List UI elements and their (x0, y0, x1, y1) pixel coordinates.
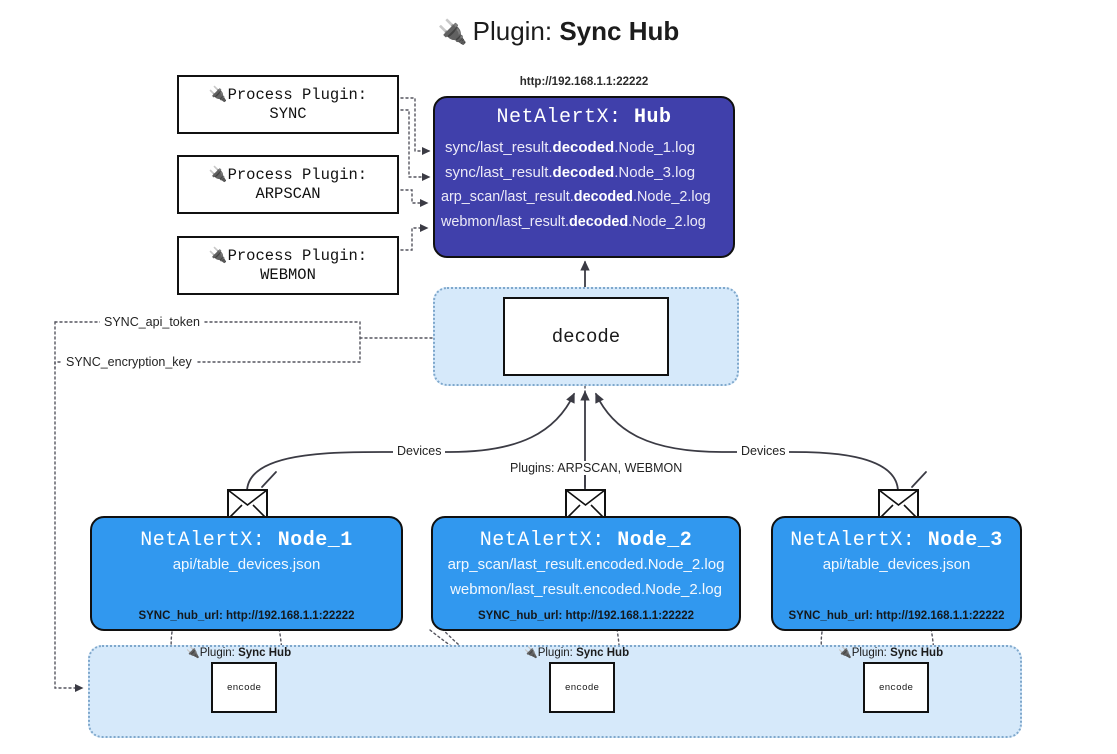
page-title-prefix: Plugin: (472, 16, 560, 46)
encoder-plugin-prefix: Plugin: (851, 647, 891, 659)
hub-log-pre: webmon/last_result. (441, 214, 569, 230)
node-title-name: Node_1 (277, 529, 353, 552)
hub-node[interactable]: NetAlertX: Hub sync/last_result.decoded.… (433, 96, 735, 258)
wire-node3-to-decode (595, 392, 899, 493)
wire-node1-to-decode (246, 392, 575, 493)
encode-box-1[interactable]: encode (211, 662, 277, 713)
hub-log-line: sync/last_result.decoded.Node_1.log (435, 135, 733, 160)
encoder-plugin-label-1: 🔌Plugin: Sync Hub (186, 646, 291, 659)
node-hub-url-key: SYNC_hub_url: (788, 610, 877, 622)
page-title-name: Sync Hub (559, 16, 680, 46)
wire-arpscan-to-hub-log3 (395, 189, 429, 207)
node-hub-url-value: http://192.168.1.1:22222 (565, 610, 695, 622)
node-hub-url-value: http://192.168.1.1:22222 (226, 610, 355, 622)
hub-log-post: .Node_1.log (614, 139, 696, 156)
process-plugin-label: Process Plugin: (227, 86, 368, 104)
encode-box-3[interactable]: encode (863, 662, 929, 713)
wire-sync-to-hub-log1 (395, 97, 431, 155)
encoder-plugin-prefix: Plugin: (537, 647, 577, 659)
node-title: NetAlertX: Node_2 (433, 529, 739, 552)
encoder-plugin-label-2: 🔌Plugin: Sync Hub (524, 646, 629, 659)
hub-log-post: .Node_3.log (614, 164, 696, 181)
process-plugin-webmon[interactable]: 🔌Process Plugin: WEBMON (177, 236, 399, 295)
secret-label-api-token: SYNC_api_token (100, 315, 204, 329)
plug-icon: 🔌 (186, 647, 200, 659)
node-hub-url: SYNC_hub_url: http://192.168.1.1:22222 (773, 610, 1020, 622)
node-title-name: Node_3 (927, 529, 1003, 552)
hub-title-prefix: NetAlertX: (496, 106, 634, 129)
node-hub-url-value: http://192.168.1.1:22222 (876, 610, 1005, 622)
plug-icon: 🔌 (838, 647, 852, 659)
hub-log-line: sync/last_result.decoded.Node_3.log (435, 160, 733, 185)
plug-icon: 🔌 (437, 19, 468, 46)
wire-sync-to-hub-log2 (395, 109, 431, 181)
hub-log-pre: sync/last_result. (445, 139, 553, 156)
plug-icon: 🔌 (208, 246, 228, 264)
edge-label-plugins-center: Plugins: ARPSCAN, WEBMON (506, 461, 687, 475)
hub-log-pre: arp_scan/last_result. (441, 189, 574, 205)
hub-log-mid: decoded (552, 139, 615, 156)
node-line: arp_scan/last_result.encoded.Node_2.log (447, 556, 725, 573)
hub-log-mid: decoded (568, 214, 629, 230)
process-plugin-name: WEBMON (260, 266, 316, 284)
node-hub-url: SYNC_hub_url: http://192.168.1.1:22222 (92, 610, 401, 622)
edge-label-devices-left: Devices (393, 444, 446, 458)
node-title-prefix: NetAlertX: (479, 529, 618, 552)
secret-label-encryption-key: SYNC_encryption_key (62, 355, 196, 369)
hub-title-name: Hub (634, 106, 672, 129)
process-plugin-name: ARPSCAN (255, 185, 321, 203)
page-title: 🔌Plugin: Sync Hub (0, 16, 1117, 47)
encoder-plugin-name: Sync Hub (576, 647, 630, 659)
process-plugin-sync[interactable]: 🔌Process Plugin: SYNC (177, 75, 399, 134)
hub-log-pre: sync/last_result. (445, 164, 553, 181)
node-3[interactable]: NetAlertX: Node_3 api/table_devices.json… (771, 516, 1022, 631)
wire-envelope1-tail (261, 471, 277, 488)
decode-box[interactable]: decode (503, 297, 669, 376)
process-plugin-label: Process Plugin: (227, 247, 368, 265)
hub-log-post: .Node_2.log (632, 189, 711, 205)
envelope-icon-node3 (878, 489, 919, 525)
envelope-icon-node2 (565, 489, 606, 525)
wire-webmon-to-hub-log4 (395, 224, 429, 251)
hub-title: NetAlertX: Hub (435, 106, 733, 129)
process-plugin-arpscan[interactable]: 🔌Process Plugin: ARPSCAN (177, 155, 399, 214)
encoder-plugin-name: Sync Hub (890, 647, 944, 659)
plug-icon: 🔌 (524, 647, 538, 659)
node-hub-url-key: SYNC_hub_url: (477, 610, 566, 622)
node-title-prefix: NetAlertX: (140, 529, 278, 552)
encode-box-2[interactable]: encode (549, 662, 615, 713)
hub-log-line: arp_scan/last_result.decoded.Node_2.log (435, 185, 733, 210)
hub-log-post: .Node_2.log (628, 214, 706, 230)
node-line: api/table_devices.json (172, 556, 321, 573)
node-2[interactable]: NetAlertX: Node_2 arp_scan/last_result.e… (431, 516, 741, 631)
process-plugin-name: SYNC (269, 105, 307, 123)
node-title: NetAlertX: Node_1 (92, 529, 401, 552)
node-title-name: Node_2 (617, 529, 693, 552)
node-line: webmon/last_result.encoded.Node_2.log (450, 581, 722, 598)
node-line: api/table_devices.json (822, 556, 971, 573)
edge-label-devices-right: Devices (737, 444, 790, 458)
process-plugin-label: Process Plugin: (227, 166, 368, 184)
plug-icon: 🔌 (208, 165, 228, 183)
hub-log-mid: decoded (552, 164, 615, 181)
hub-log-line: webmon/last_result.decoded.Node_2.log (435, 210, 733, 235)
hub-url-label: http://192.168.1.1:22222 (519, 76, 649, 88)
node-1[interactable]: NetAlertX: Node_1 api/table_devices.json… (90, 516, 403, 631)
encoder-plugin-label-3: 🔌Plugin: Sync Hub (838, 646, 943, 659)
node-title-prefix: NetAlertX: (790, 529, 928, 552)
encoder-plugin-prefix: Plugin: (199, 647, 239, 659)
node-title: NetAlertX: Node_3 (773, 529, 1020, 552)
node-hub-url-key: SYNC_hub_url: (138, 610, 227, 622)
wire-encryption-key-to-encoders (54, 321, 84, 692)
hub-log-mid: decoded (573, 189, 633, 205)
encoder-plugin-name: Sync Hub (238, 647, 292, 659)
node-hub-url: SYNC_hub_url: http://192.168.1.1:22222 (433, 610, 739, 622)
plug-icon: 🔌 (208, 85, 228, 103)
wire-envelope3-tail (911, 471, 927, 488)
